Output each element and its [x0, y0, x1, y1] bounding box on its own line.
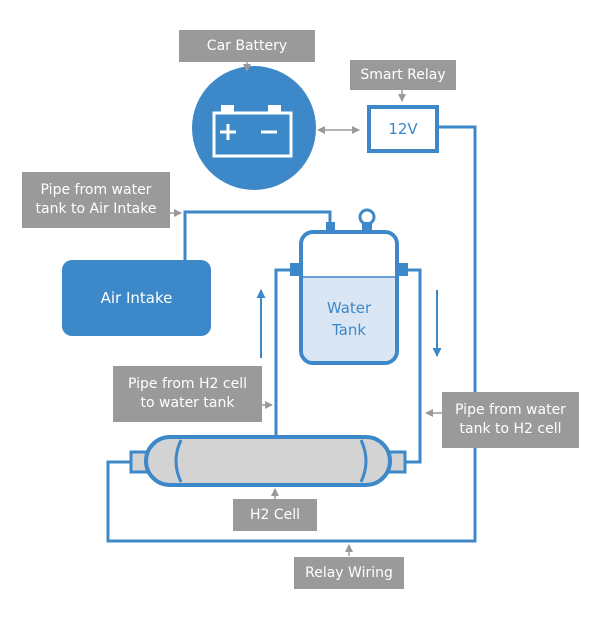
car-battery — [192, 66, 316, 190]
battery-icon — [212, 105, 293, 158]
pipe-water-to-h2-label: Pipe from water tank to H2 cell — [442, 392, 579, 448]
air-intake-box — [62, 260, 211, 336]
pipe-water-to-air-line1: Pipe from water — [40, 182, 152, 198]
pipe-water-to-air-line2: tank to Air Intake — [35, 201, 157, 217]
pipe-h2-to-water-line2: to water tank — [140, 395, 235, 411]
pipe-h2-to-water-label: Pipe from H2 cell to water tank — [113, 366, 262, 422]
water-tank-label: Water Tank — [303, 297, 395, 341]
water-tank-label-line1: Water — [326, 299, 372, 317]
blue-piping — [106, 125, 477, 543]
smart-relay-box — [367, 105, 439, 153]
h2-cell — [129, 435, 407, 487]
car-battery-label: Car Battery — [179, 30, 315, 62]
water-tank-label-line2: Tank — [331, 321, 367, 339]
water-tank — [290, 208, 408, 365]
smart-relay-label: Smart Relay — [350, 60, 456, 90]
pipe-water-to-h2-line2: tank to H2 cell — [459, 421, 562, 437]
relay-wiring-label: Relay Wiring — [294, 557, 404, 589]
pipe-water-to-air-label: Pipe from water tank to Air Intake — [22, 172, 170, 228]
air-intake-label: Air Intake — [100, 289, 173, 307]
h2-cell-label: H2 Cell — [233, 499, 317, 531]
pipe-water-to-h2-line1: Pipe from water — [455, 402, 566, 418]
relay-display-text: 12V — [388, 120, 418, 138]
label-pointers — [170, 62, 442, 556]
pipe-h2-to-water-line1: Pipe from H2 cell — [128, 376, 247, 392]
